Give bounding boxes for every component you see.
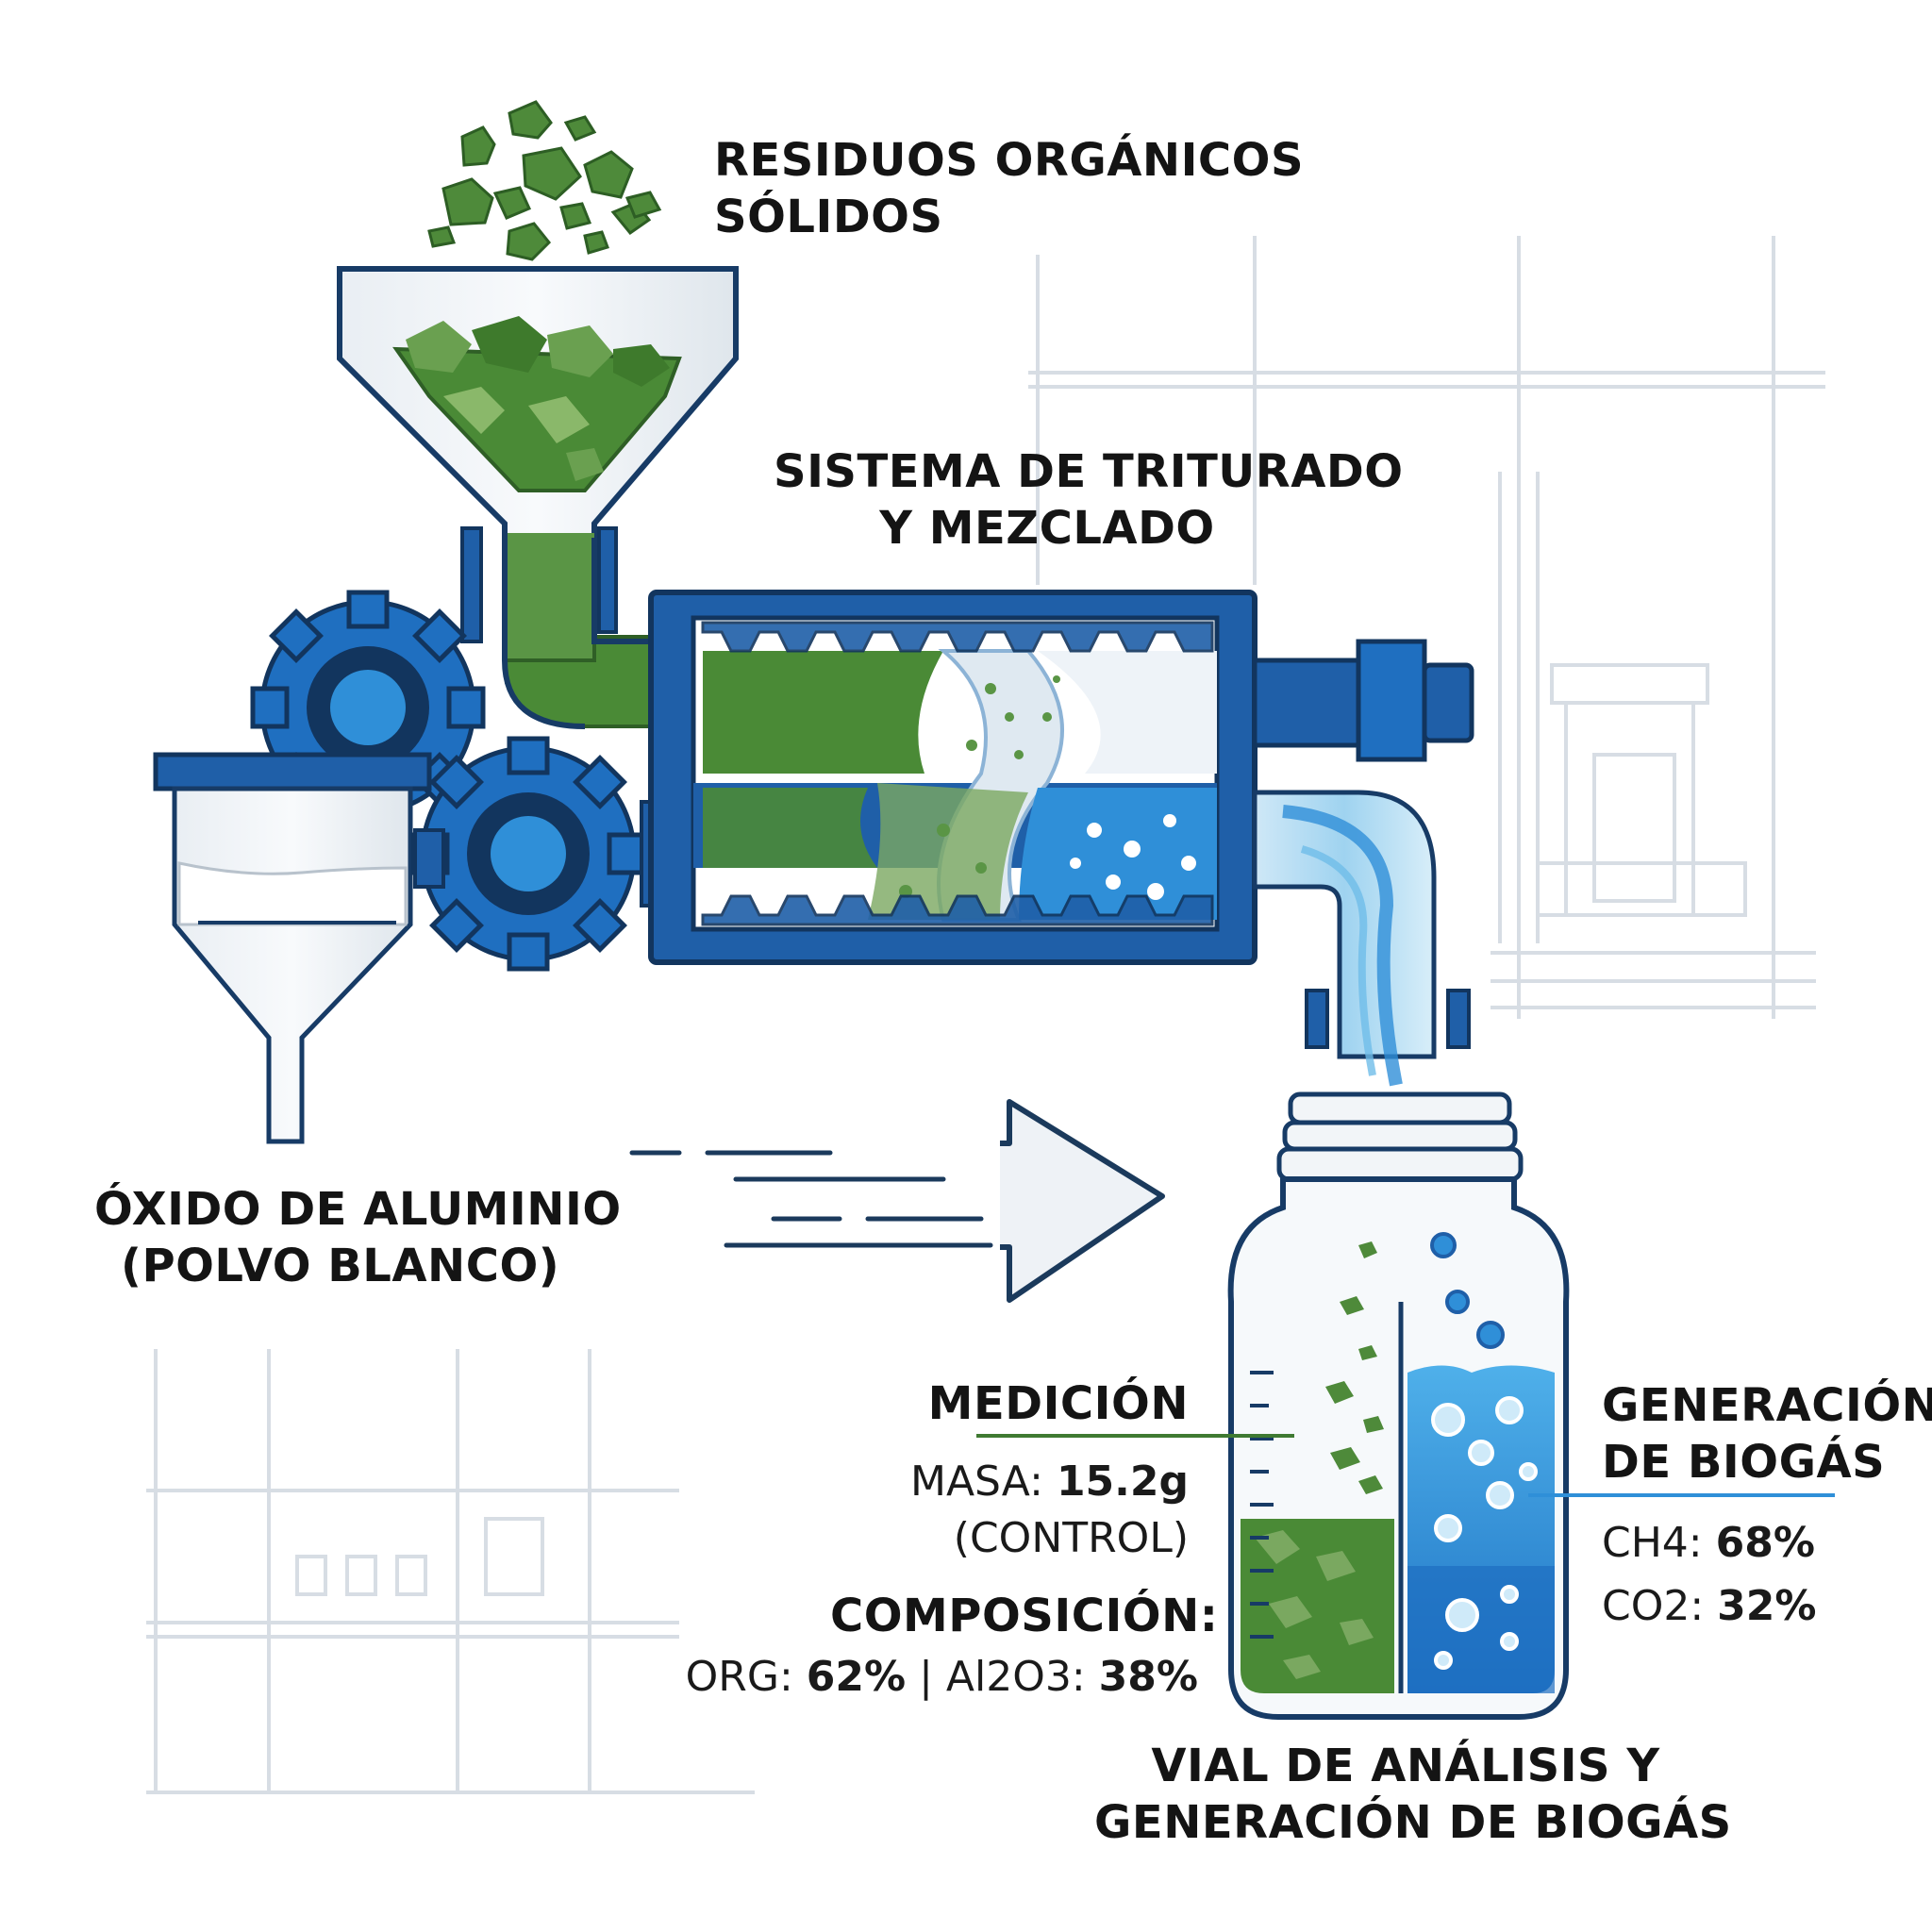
organic-waste-label: RESIDUOS ORGÁNICOS SÓLIDOS (714, 134, 1305, 243)
background-lines (146, 236, 1825, 1794)
grinding-system-label: SISTEMA DE TRITURADO Y MEZCLADO (774, 445, 1404, 555)
mass-readout: MASA: 15.2g (909, 1457, 1189, 1506)
small-powder-hopper (153, 752, 432, 1144)
analysis-vial (976, 1091, 1835, 1720)
ch4-readout: CH4: 68% (1602, 1519, 1815, 1567)
composition-readout: ORG: 62% | Al2O3: 38% (685, 1653, 1198, 1701)
co2-readout: CO2: 32% (1602, 1582, 1817, 1630)
vial-label: VIAL DE ANÁLISIS Y GENERACIÓN DE BIOGÁS (1094, 1740, 1732, 1849)
flow-arrow (629, 1099, 1165, 1303)
measurement-heading: MEDICIÓN (927, 1377, 1189, 1430)
composition-heading: COMPOSICIÓN: (830, 1590, 1219, 1642)
aluminum-oxide-label: ÓXIDO DE ALUMINIO (POLVO BLANCO) (94, 1183, 622, 1292)
lower-gear (410, 736, 662, 972)
organic-particles-falling (427, 100, 662, 261)
biogas-heading: GENERACIÓN DE BIOGÁS (1602, 1379, 1932, 1489)
grinder-mixer (648, 590, 1474, 965)
mass-note: (CONTROL) (953, 1514, 1189, 1562)
organic-hopper (337, 266, 739, 729)
outlet-pipe (1252, 790, 1471, 1087)
